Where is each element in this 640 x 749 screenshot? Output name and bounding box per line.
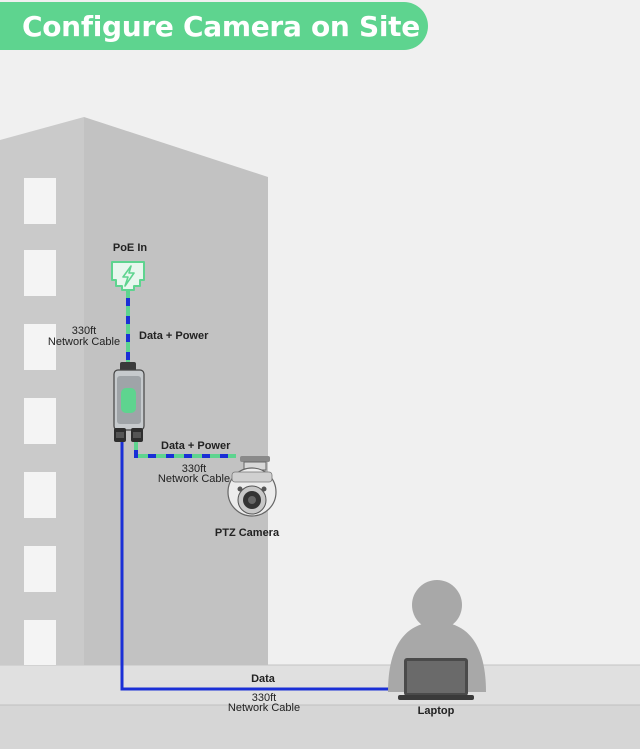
cable-camera bbox=[134, 440, 236, 458]
cable-desc-label-mid: Network Cable bbox=[157, 473, 231, 485]
page-title: Configure Camera on Site bbox=[22, 10, 420, 43]
building bbox=[0, 117, 268, 665]
cable-laptop bbox=[120, 440, 408, 691]
building-left-face bbox=[0, 117, 84, 665]
cable-desc-label-bottom: Network Cable bbox=[227, 702, 301, 714]
ground-front bbox=[0, 705, 640, 749]
cable-desc-label-top: Network Cable bbox=[47, 336, 121, 348]
cable-length-label-top: 330ft bbox=[71, 325, 97, 337]
poe-plug-icon bbox=[111, 261, 145, 291]
ground-surface bbox=[0, 665, 640, 705]
poe-extender-device-icon bbox=[113, 362, 145, 442]
cable-length-label-mid: 330ft bbox=[181, 463, 207, 475]
ptz-camera-label: PTZ Camera bbox=[214, 527, 280, 539]
ptz-camera-icon bbox=[227, 456, 277, 517]
data-label-bottom: Data bbox=[251, 673, 275, 685]
laptop-icon bbox=[398, 658, 474, 700]
title-banner: Configure Camera on Site bbox=[0, 2, 428, 50]
cable-length-label-bottom: 330ft bbox=[251, 692, 277, 704]
poe-in-label: PoE In bbox=[112, 242, 148, 254]
building-right-face bbox=[84, 117, 268, 665]
laptop-label: Laptop bbox=[417, 705, 455, 717]
data-power-label-mid: Data + Power bbox=[161, 440, 231, 452]
data-power-label-top: Data + Power bbox=[139, 330, 209, 342]
